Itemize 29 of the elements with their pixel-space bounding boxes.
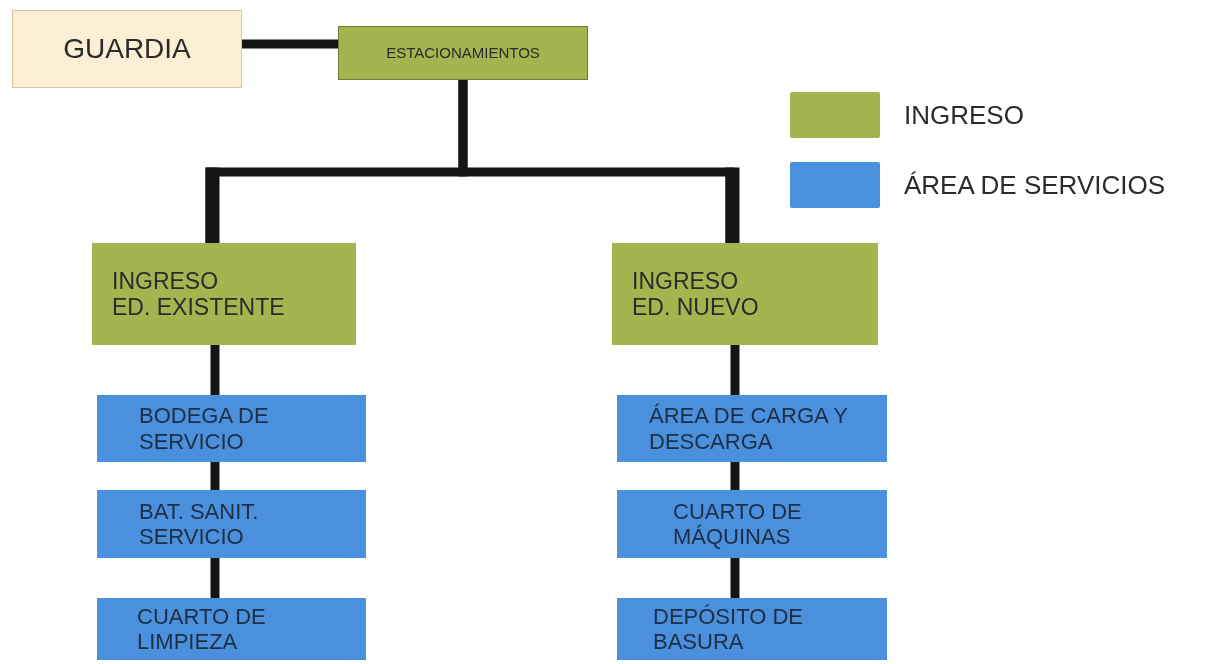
box-label: BODEGA DE SERVICIO [139, 403, 270, 454]
service-box [97, 598, 366, 660]
box-label: CUARTO DE MÁQUINAS [673, 498, 803, 550]
service-box [97, 490, 366, 558]
box-label: ED. EXISTENTE [112, 294, 286, 321]
service-box [97, 395, 366, 462]
connector-line [210, 462, 220, 490]
box-label: INGRESO [112, 267, 220, 294]
connector-line [242, 39, 338, 49]
box-label: GUARDIA [63, 32, 191, 66]
box-label: ED. NUEVO [632, 294, 760, 321]
box-label: ESTACIONAMIENTOS [386, 42, 540, 63]
connector-line [730, 558, 740, 598]
service-box [617, 395, 887, 462]
connector-line [210, 558, 220, 598]
service-box [617, 490, 887, 558]
legend-label: ÁREA DE SERVICIOS [904, 168, 1166, 202]
service-box [617, 598, 887, 660]
legend-label: INGRESO [904, 98, 1024, 132]
box-label: DEPÓSITO DE BASURA [653, 603, 804, 655]
entrance-box [92, 243, 356, 345]
box-label: INGRESO [632, 267, 740, 294]
entrance-box [338, 26, 588, 80]
entrance-box [612, 243, 878, 345]
box-label: BAT. SANIT. SERVICIO [139, 498, 260, 550]
guard-box [12, 10, 242, 88]
box-label: ÁREA DE CARGA Y DESCARGA [649, 403, 849, 454]
box-label: CUARTO DE LIMPIEZA [137, 603, 267, 655]
connector-line [730, 462, 740, 490]
